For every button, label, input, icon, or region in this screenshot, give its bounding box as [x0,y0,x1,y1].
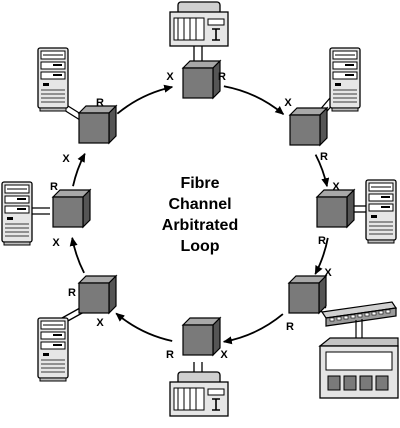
node-top-hub-icon [181,59,222,100]
receive-port-label: R [50,181,58,193]
transmit-port-label: X [96,317,104,329]
transmit-port-label: X [324,267,332,279]
receive-port-label: R [68,287,76,299]
node-left-hub-icon [51,188,92,229]
title-line-3: Arbitrated [162,217,238,234]
loop-link-arrow [314,154,330,188]
node-left-tower-computer-icon [1,181,33,246]
loop-hubs [51,59,356,357]
connector-line [65,311,85,323]
loop-link-arrow [115,312,173,342]
node-bottom-printer-icon [169,371,229,417]
receive-port-label: R [318,235,326,247]
node-top-printer-icon [169,1,229,47]
port-labels: X R X R X R X R X R X R X R X R [50,71,340,361]
node-bottom-hub-icon [181,316,222,357]
loop-link-arrow [72,152,86,187]
transmit-port-label: X [62,153,70,165]
node-upper-right-tower-computer-icon [329,47,361,112]
loop-link-arrow [223,85,285,115]
title-line-1: Fibre [180,175,219,192]
node-upper-left-hub-icon [77,104,118,145]
node-right-tower-computer-icon [365,179,397,244]
receive-port-label: R [218,71,226,83]
receive-port-label: R [166,349,174,361]
connector-line [63,109,81,121]
node-upper-right-hub-icon [288,106,329,147]
title-line-2: Channel [168,196,231,213]
loop-link-arrow [69,236,85,274]
loop-link-arrow [222,313,284,345]
title-line-4: Loop [180,238,219,255]
node-upper-left-tower-computer-icon [37,47,69,112]
node-right-hub-icon [315,188,356,229]
connector-line [61,307,81,319]
node-lower-right-hub-icon [287,274,328,315]
loop-link-arrow [116,84,174,115]
node-lower-left-tower-computer-icon [37,317,69,382]
transmit-port-label: X [52,237,60,249]
transmit-port-label: X [220,349,228,361]
receive-port-label: R [96,97,104,109]
transmit-port-label: X [284,97,292,109]
loop-ring [69,84,330,345]
receive-port-label: R [286,321,294,333]
node-lower-right-switch-and-storage-icon [311,299,399,399]
transmit-port-label: X [166,71,174,83]
loop-link-arrow [314,237,329,275]
receive-port-label: R [320,151,328,163]
transmit-port-label: X [332,181,340,193]
node-lower-left-hub-icon [77,274,118,315]
